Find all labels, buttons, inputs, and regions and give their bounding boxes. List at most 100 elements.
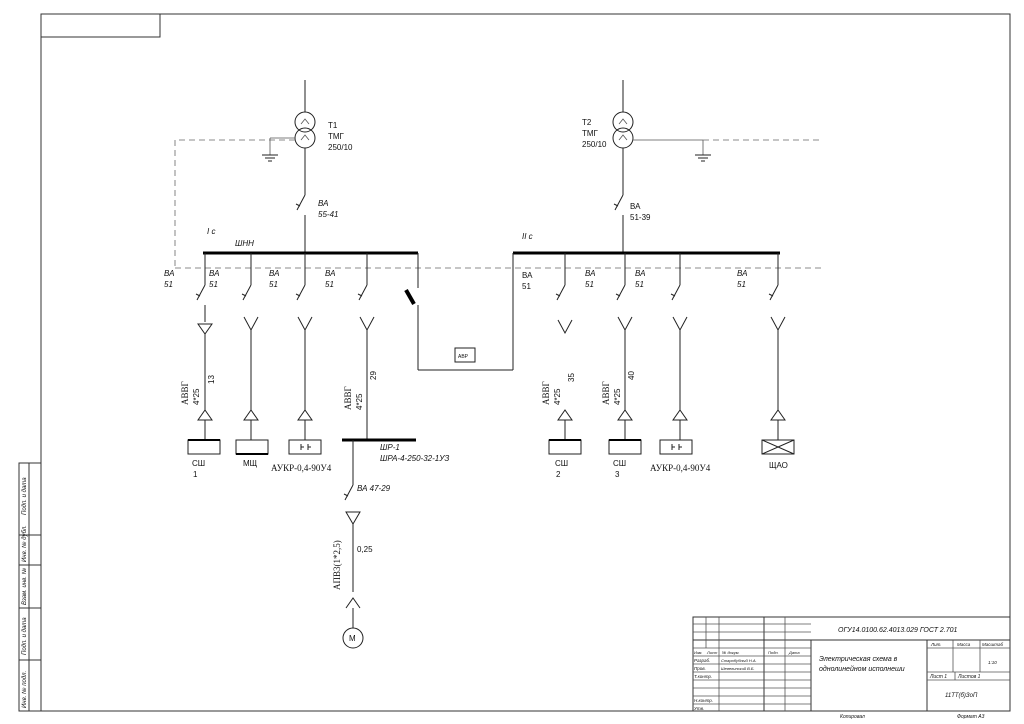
sub-breaker-label: ВА 47-29 [357, 484, 391, 493]
bus2-breaker-1-num: 51 [522, 282, 531, 291]
main-breaker-2-num: 51-39 [630, 213, 651, 222]
load-1-num: 1 [193, 470, 198, 479]
sheets-label: Листов 1 [957, 674, 981, 680]
motor-feeder: ВА 47-29 АПВ3(1*2,5) 0,25 М [332, 440, 391, 649]
feeder-switches [195, 284, 779, 305]
section-2-label: II с [522, 232, 533, 241]
scale-value: 1:10 [988, 660, 997, 665]
copied-label: Копировал [840, 714, 865, 720]
load-3-name: АУКР-0,4-90У4 [271, 463, 332, 473]
format-label: Формат А3 [957, 714, 985, 720]
title-block: ОГУ14.0100.62.4013.029 ГОСТ 2.701 Электр… [692, 616, 1011, 720]
transformer-t2: Т2 ТМГ 250/10 [582, 80, 634, 195]
masshtab-label: Масштаб [982, 642, 1003, 647]
bus2-breaker-2-num: 51 [585, 280, 594, 289]
shr-name: ШР-1 [380, 443, 400, 452]
prov-label: Пров. [694, 666, 706, 671]
bus1-breaker-2-num: 51 [209, 280, 218, 289]
head-izm: Изм. [694, 650, 703, 655]
cable-3-len: 35 [567, 373, 576, 382]
massa-label: Масса [957, 642, 971, 647]
bus1-breaker-2-name: ВА [209, 269, 219, 278]
bus2-breaker-3-name: ВА [635, 269, 645, 278]
bus2-breaker-4-num: 51 [737, 280, 746, 289]
cable-2-type: АВВГ [343, 386, 353, 410]
bus1-breaker-1-name: ВА [164, 269, 174, 278]
head-list: Лист [706, 650, 718, 655]
title-line-1: Электрическая схема в [819, 656, 898, 663]
load-box-8 [761, 439, 795, 455]
load-symbols: СШ 1 МЩ АУКР-0,4-90У4 ШР-1 ШРА-4-250-32-… [187, 438, 795, 479]
utv-label: Утв. [694, 706, 704, 711]
side-stamp-5: Инв. № подл. [21, 671, 28, 708]
cable-1-len: 13 [207, 375, 216, 384]
head-data: Дата [788, 650, 800, 655]
lit-label: Лит. [930, 642, 942, 647]
title-line-2: однолинейном исполнеши [819, 665, 905, 673]
load-5-name: СШ [555, 459, 568, 468]
t1-rating: 250/10 [328, 143, 353, 152]
drawing-frame [40, 13, 1011, 712]
tkontr-label: Т.контр. [694, 674, 712, 679]
t1-name: Т1 [328, 121, 338, 130]
t2-name: Т2 [582, 118, 592, 127]
main-breaker-1-num: 55-41 [318, 210, 338, 219]
bus1-breaker-4-name: ВА [325, 269, 335, 278]
bus2-breaker-3-num: 51 [635, 280, 644, 289]
razrab-name: Старобубный Н.А. [721, 658, 757, 663]
cable-2-size: 4*25 [355, 393, 364, 410]
load-6-name: СШ [613, 459, 626, 468]
main-breaker-2: ВА 51-39 [613, 194, 651, 253]
cable-4-size: 4*25 [613, 388, 622, 405]
nkontr-label: Н.контр. [694, 698, 713, 703]
cable-1-type: АВВГ [180, 381, 190, 405]
bus2-breaker-2-name: ВА [585, 269, 595, 278]
left-side-stamp: Подп. и дата Инв. № дубл. Взам. инв. № П… [18, 462, 42, 712]
side-stamp-2: Инв. № дубл. [21, 525, 28, 562]
motor-label: М [349, 634, 356, 643]
main-breaker-1: ВА 55-41 [295, 194, 338, 253]
neutral-line-t1 [174, 139, 295, 268]
load-6-num: 3 [615, 470, 620, 479]
shr-type: ШРА-4-250-32-1УЗ [380, 454, 449, 463]
load-box-6 [608, 439, 642, 455]
razrab-label: Разраб. [694, 658, 710, 663]
head-ndoc: № докум. [722, 650, 740, 655]
load-1-name: СШ [192, 459, 205, 468]
load-box-3 [288, 439, 322, 455]
bus2-breaker-1-name: ВА [522, 271, 533, 280]
motor-cable-type: АПВ3(1*2,5) [332, 540, 342, 590]
sheet-label: Лист 1 [929, 674, 947, 680]
load-box-7 [659, 439, 693, 455]
motor-icon [342, 627, 364, 649]
t2-rating: 250/10 [582, 140, 607, 149]
svg-text:АВР: АВР [458, 354, 469, 360]
cable-3-type: АВВГ [541, 381, 551, 405]
ground-t1-icon [262, 137, 295, 162]
load-8-name: ЩАО [769, 461, 788, 470]
load-7-name: АУКР-0,4-90У4 [650, 463, 711, 473]
bus1-breaker-3-num: 51 [269, 280, 278, 289]
cable-1-size: 4*25 [192, 388, 201, 405]
prov-name: Шевелинский В.Б. [721, 666, 755, 671]
cable-2-len: 29 [369, 371, 378, 380]
load-box-1 [187, 439, 221, 455]
bus1-breaker-1-num: 51 [164, 280, 173, 289]
doc-code: ОГУ14.0100.62.4013.029 ГОСТ 2.701 [838, 627, 958, 634]
load-box-2 [235, 439, 269, 455]
bus2-breaker-4-name: ВА [737, 269, 747, 278]
bus1-breaker-4-num: 51 [325, 280, 334, 289]
t1-type: ТМГ [328, 132, 345, 141]
t2-type: ТМГ [582, 129, 599, 138]
side-stamp-4: Подп. и дата [22, 617, 28, 655]
motor-cable-len: 0,25 [357, 545, 373, 554]
cable-labels: АВВГ 4*25 13 АВВГ 4*25 29 АВВГ 4*25 35 А… [180, 371, 636, 410]
head-podp: Подп. [768, 650, 779, 655]
main-breaker-2-name: ВА [630, 202, 641, 211]
avr-box: АВР [454, 347, 476, 363]
cable-4-len: 40 [627, 371, 636, 380]
cable-3-size: 4*25 [553, 388, 562, 405]
top-left-stamp [40, 13, 161, 38]
ground-t2-icon [633, 139, 711, 162]
